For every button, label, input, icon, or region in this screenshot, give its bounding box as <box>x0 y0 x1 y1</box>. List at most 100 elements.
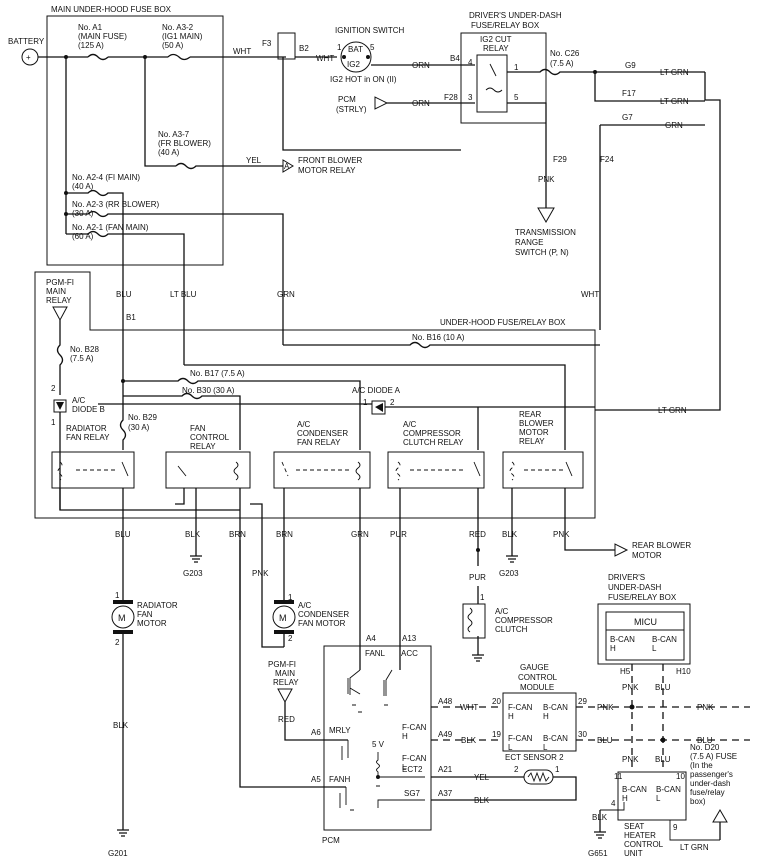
battery-icon: + <box>21 48 39 66</box>
ac-compressor-relay-label: A/C <box>403 420 417 429</box>
svg-text:5: 5 <box>514 93 519 102</box>
ac-condenser-relay-label-3: FAN RELAY <box>297 438 341 447</box>
micu-module <box>605 611 685 661</box>
fuse-d20-label-4: passenger's <box>690 770 733 779</box>
ig2-cut-label: IG2 CUT <box>480 35 512 44</box>
ac-condenser-fan-relay-icon <box>273 451 371 489</box>
main-fuse-box-outline <box>46 15 224 266</box>
svg-text:4: 4 <box>611 799 616 808</box>
seat-bcanh-2: H <box>622 794 628 803</box>
fuse-d20-label-7: box) <box>690 797 706 806</box>
ig2-cut-relay-icon <box>476 54 508 113</box>
conn-b2: B2 <box>299 44 309 53</box>
conn-f28: F28 <box>444 93 458 102</box>
conn-h10: H10 <box>676 667 691 676</box>
wire-blu-6: BLU <box>655 755 671 764</box>
micu-box-label-2: UNDER-DASH <box>608 583 662 592</box>
svg-text:2: 2 <box>514 765 519 774</box>
ground-g203a-icon <box>190 555 202 563</box>
conn-a6: A6 <box>311 728 321 737</box>
radiator-relay-label-2: FAN RELAY <box>66 433 110 442</box>
gauge-label-3: MODULE <box>520 683 554 692</box>
svg-text:1: 1 <box>337 43 342 52</box>
fuse-a24-label-2: (40 A) <box>72 182 94 191</box>
ig2-label: IG2 <box>347 60 360 69</box>
wire-blk-2: BLK <box>502 530 518 539</box>
seat-bcanl: B-CAN <box>656 785 681 794</box>
radiator-relay-label: RADIATOR <box>66 424 107 433</box>
svg-text:1: 1 <box>115 591 120 600</box>
wire-blu-5: BLU <box>655 683 671 692</box>
micu-bcanh: B-CAN <box>610 635 635 644</box>
gauge-fcanl: F-CAN <box>508 734 533 743</box>
wire-ltgrn-2: LT GRN <box>660 97 689 106</box>
ac-condenser-fan-motor-icon: M <box>272 600 296 634</box>
fuse-d20-label-2: (7.5 A) FUSE <box>690 752 737 761</box>
gauge-control-module-box <box>502 692 577 752</box>
micu-label: MICU <box>634 617 657 627</box>
transmission-switch-connector-icon <box>537 207 555 224</box>
wire-blk-6: BLK <box>592 813 608 822</box>
ground-g651-label: G651 <box>588 849 608 858</box>
gauge-bcanl: B-CAN <box>543 734 568 743</box>
bat-label: BAT <box>348 45 363 54</box>
connector-f3-b2-block <box>277 32 296 60</box>
under-dash-label-1: DRIVER'S UNDER-DASH <box>469 11 562 20</box>
conn-a49: A49 <box>438 730 453 739</box>
svg-text:1: 1 <box>514 63 519 72</box>
wire-pur-1: PUR <box>390 530 407 539</box>
micu-box-outline <box>597 603 691 665</box>
fuse-b29-label-2: (30 A) <box>128 423 150 432</box>
ignition-switch-label: IGNITION SWITCH <box>335 26 405 35</box>
conn-a37: A37 <box>438 789 453 798</box>
pcm-input-label: PCM <box>338 95 356 104</box>
conn-a48: A48 <box>438 697 453 706</box>
wire-blk-4: BLK <box>474 796 490 805</box>
conn-a21: A21 <box>438 765 453 774</box>
svg-text:2: 2 <box>115 638 120 647</box>
wire-wht-1: WHT <box>233 47 251 56</box>
fuse-b16-label: No. B16 (10 A) <box>412 333 465 342</box>
fuse-a23-label: No. A2-3 (RR BLOWER) <box>72 200 159 209</box>
conn-a4: A4 <box>366 634 376 643</box>
pin-fanh: FANH <box>329 775 351 784</box>
gauge-bcanh: B-CAN <box>543 703 568 712</box>
fuse-a32-label: No. A3-2 <box>162 23 194 32</box>
ground-g203a-label: G203 <box>183 569 203 578</box>
conn-h5: H5 <box>620 667 631 676</box>
fuse-a24-label: No. A2-4 (FI MAIN) <box>72 173 140 182</box>
wire-ltgrn-4: LT GRN <box>680 843 709 852</box>
fuse-d20-label-3: (In the <box>690 761 713 770</box>
trans-switch-label-2: RANGE <box>515 238 543 247</box>
wire-blk-3: BLK <box>113 721 129 730</box>
fuse-b28-label-2: (7.5 A) <box>70 354 94 363</box>
fuse-a1-label-2: (MAIN FUSE) <box>78 32 127 41</box>
wire-ltgrn-3: LT GRN <box>658 406 687 415</box>
wire-blk-5: BLK <box>461 736 477 745</box>
ground-g651-icon <box>594 831 606 839</box>
fuse-a21-label: No. A2-1 (FAN MAIN) <box>72 223 149 232</box>
wire-brn-1: BRN <box>229 530 246 539</box>
wire-grn-2: GRN <box>665 121 683 130</box>
trans-switch-label-3: SWITCH (P, N) <box>515 248 569 257</box>
conn-f29: F29 <box>553 155 567 164</box>
conn-f24: F24 <box>600 155 614 164</box>
pin-fcanl-2: L <box>402 763 407 772</box>
fan-control-label: FAN <box>190 424 206 433</box>
wire-blu-3: BLU <box>597 736 613 745</box>
ac-compressor-clutch-relay-icon <box>387 451 485 489</box>
ig2-hot-label: IG2 HOT in ON (II) <box>330 75 397 84</box>
micu-bcanl: B-CAN <box>652 635 677 644</box>
conn-f3: F3 <box>262 39 272 48</box>
fuse-a21-label-2: (60 A) <box>72 232 94 241</box>
diode-b-label-2: DIODE B <box>72 405 105 414</box>
fuse-d20-label: No. D20 <box>690 743 720 752</box>
ac-compressor-relay-label-2: COMPRESSOR <box>403 429 461 438</box>
wire-yel-2: YEL <box>474 773 490 782</box>
under-dash-box-outline <box>460 32 547 124</box>
svg-text:20: 20 <box>492 697 501 706</box>
rear-blower-relay-label-4: RELAY <box>519 437 545 446</box>
fuse-b17-label: No. B17 (7.5 A) <box>190 369 245 378</box>
svg-text:29: 29 <box>578 697 587 706</box>
